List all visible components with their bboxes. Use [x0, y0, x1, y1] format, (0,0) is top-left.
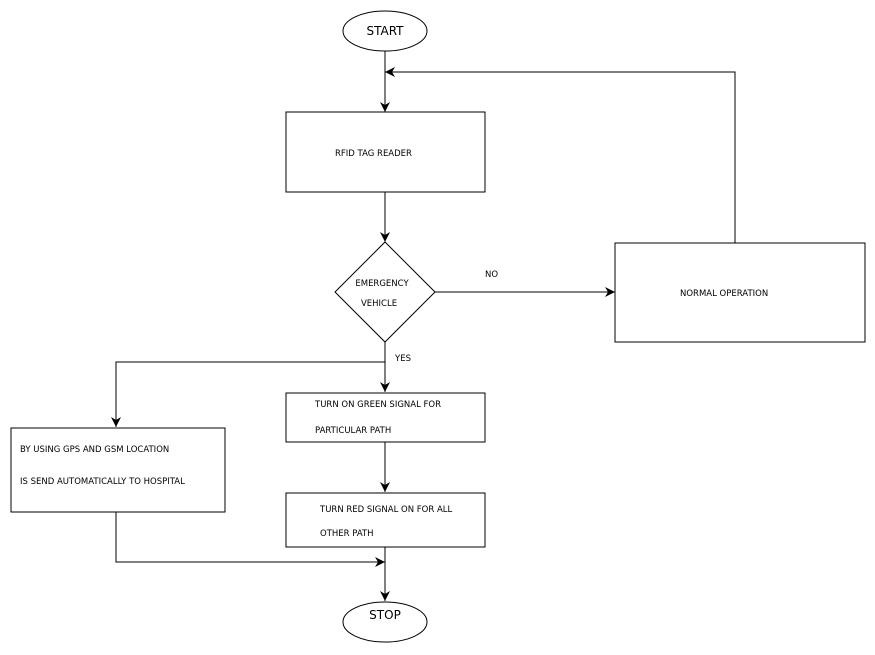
- arrow-gps-to-merge: [115, 512, 385, 567]
- emergency-label-line2: VEHICLE: [361, 299, 397, 309]
- normal-operation-label: NORMAL OPERATION: [680, 289, 768, 299]
- start-terminal: START: [342, 10, 428, 52]
- green-signal-label-line1: TURN ON GREEN SIGNAL FOR: [314, 400, 441, 410]
- arrow-normal-loop-back: [385, 67, 736, 243]
- normal-operation-box: NORMAL OPERATION: [614, 242, 866, 343]
- gps-gsm-label-line1: BY USING GPS AND GSM LOCATION: [20, 445, 169, 455]
- start-label: START: [366, 24, 404, 38]
- gps-gsm-label-line2: IS SEND AUTOMATICALLY TO HOSPITAL: [20, 477, 185, 487]
- green-signal-label-line2: PARTICULAR PATH: [315, 426, 391, 436]
- no-edge-label: NO: [485, 270, 498, 280]
- red-signal-label-line2: OTHER PATH: [320, 529, 374, 539]
- stop-label: STOP: [369, 608, 401, 622]
- rfid-reader-box: RFID TAG READER: [285, 111, 486, 193]
- stop-terminal: STOP: [342, 601, 428, 643]
- green-signal-box: TURN ON GREEN SIGNAL FOR PARTICULAR PATH: [285, 392, 486, 443]
- red-signal-box: TURN RED SIGNAL ON FOR ALL OTHER PATH: [285, 492, 486, 548]
- gps-gsm-box: BY USING GPS AND GSM LOCATION IS SEND AU…: [10, 427, 226, 513]
- emergency-vehicle-decision: EMERGENCY VEHICLE: [334, 241, 436, 343]
- yes-edge-label: YES: [394, 354, 411, 364]
- emergency-label-line1: EMERGENCY: [355, 279, 409, 289]
- red-signal-label-line1: TURN RED SIGNAL ON FOR ALL: [319, 505, 452, 515]
- rfid-reader-label: RFID TAG READER: [335, 149, 412, 159]
- arrow-yes-to-gps: [111, 361, 385, 427]
